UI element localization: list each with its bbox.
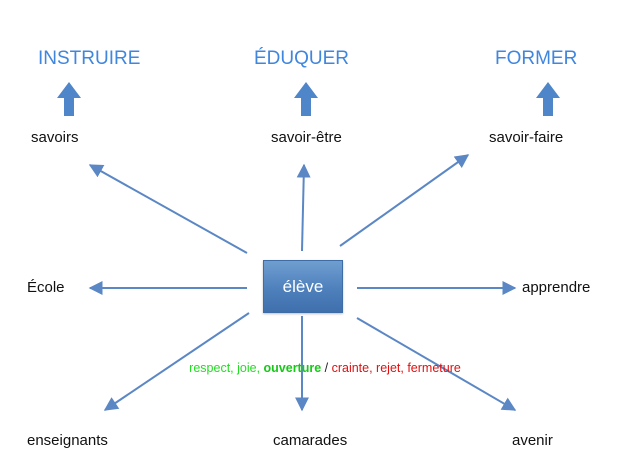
center-label: élève <box>282 276 324 296</box>
goal-instruire: INSTRUIRE <box>38 48 141 69</box>
up-arrow-icon <box>57 82 81 116</box>
label-savoirs: savoirs <box>31 129 79 146</box>
feelings-negative: crainte, rejet, fermeture <box>331 361 461 375</box>
label-savoir-etre: savoir-être <box>271 129 342 146</box>
label-enseignants: enseignants <box>27 432 108 449</box>
up-arrow-icon <box>294 82 318 116</box>
feelings-line: respect, joie, ouverture / crainte, reje… <box>0 361 630 375</box>
goal-eduquer: ÉDUQUER <box>254 48 350 69</box>
goal-former: FORMER <box>495 48 578 69</box>
center-node: élève <box>263 260 343 313</box>
arrow-to-savoirs <box>88 164 248 254</box>
label-ecole: École <box>27 279 65 296</box>
arrow-to-savoir-faire <box>339 154 470 247</box>
arrow-to-savoir-etre <box>296 163 311 252</box>
label-savoir-faire: savoir-faire <box>489 129 564 146</box>
label-camarades: camarades <box>273 432 348 449</box>
label-avenir: avenir <box>512 432 553 449</box>
feelings-positive: respect, joie, <box>189 361 264 375</box>
feelings-separator: / <box>321 361 332 375</box>
up-arrow-icon <box>536 82 560 116</box>
feelings-positive-bold: ouverture <box>263 361 322 375</box>
arrow-to-avenir <box>356 317 517 411</box>
label-apprendre: apprendre <box>522 279 591 296</box>
arrow-to-enseignants <box>103 312 250 411</box>
